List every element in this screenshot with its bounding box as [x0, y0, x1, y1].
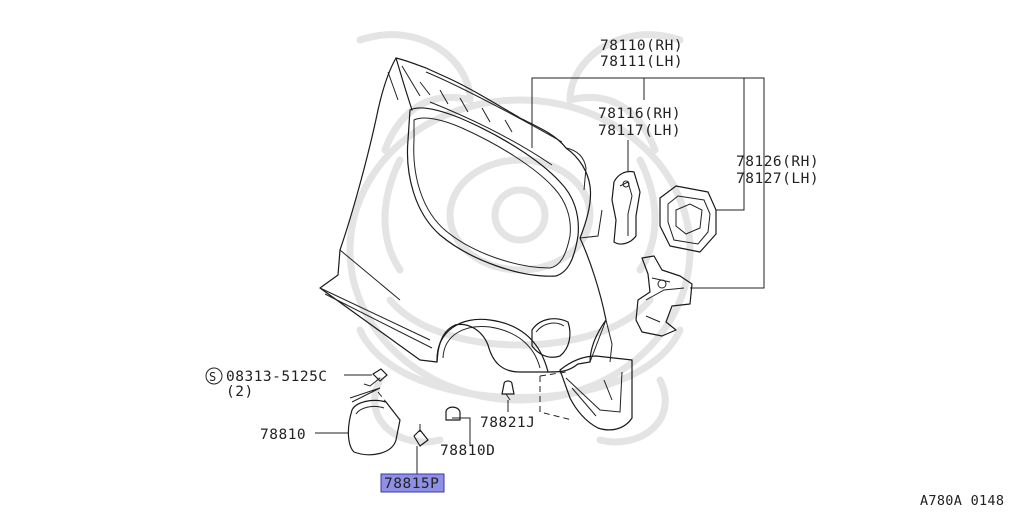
- filler-box-part: [659, 185, 717, 253]
- rear-corner-bracket: [539, 355, 633, 431]
- label-78111: 78111(LH): [600, 54, 683, 70]
- screw-symbol-letter: S: [209, 370, 217, 384]
- clip-78821j: [501, 380, 515, 401]
- highlight-78815p: [380, 473, 445, 493]
- label-78810d: 78810D: [440, 443, 495, 459]
- lower-housing-part: [635, 255, 693, 337]
- fuel-lid-78810: [347, 399, 401, 456]
- label-78110: 78110(RH): [600, 38, 683, 54]
- rear-fender-panel: [319, 57, 613, 373]
- label-78127: 78127(LH): [736, 171, 819, 187]
- label-78117: 78117(LH): [598, 123, 681, 139]
- watermark-emblem: [346, 31, 694, 446]
- screw-symbol-circle: [205, 367, 223, 385]
- leader-lines: [315, 77, 765, 474]
- label-78126: 78126(RH): [736, 154, 819, 170]
- label-78821j: 78821J: [480, 415, 535, 431]
- label-screw-quantity: (2): [226, 384, 254, 400]
- label-78815p: 78815P: [384, 476, 439, 492]
- pillar-reinforcement-part: [611, 170, 641, 245]
- hinge-78815p: [413, 424, 429, 447]
- label-08313-5125c: 08313-5125C: [226, 369, 328, 385]
- bumper-78810d: [445, 406, 461, 421]
- zigzag-assembly-line: [349, 387, 381, 403]
- screw-part: [363, 368, 388, 387]
- dashed-assembly-line: [377, 391, 387, 403]
- label-78810: 78810: [260, 427, 306, 443]
- reference-code: A780A 0148: [920, 493, 1004, 509]
- label-78116: 78116(RH): [598, 106, 681, 122]
